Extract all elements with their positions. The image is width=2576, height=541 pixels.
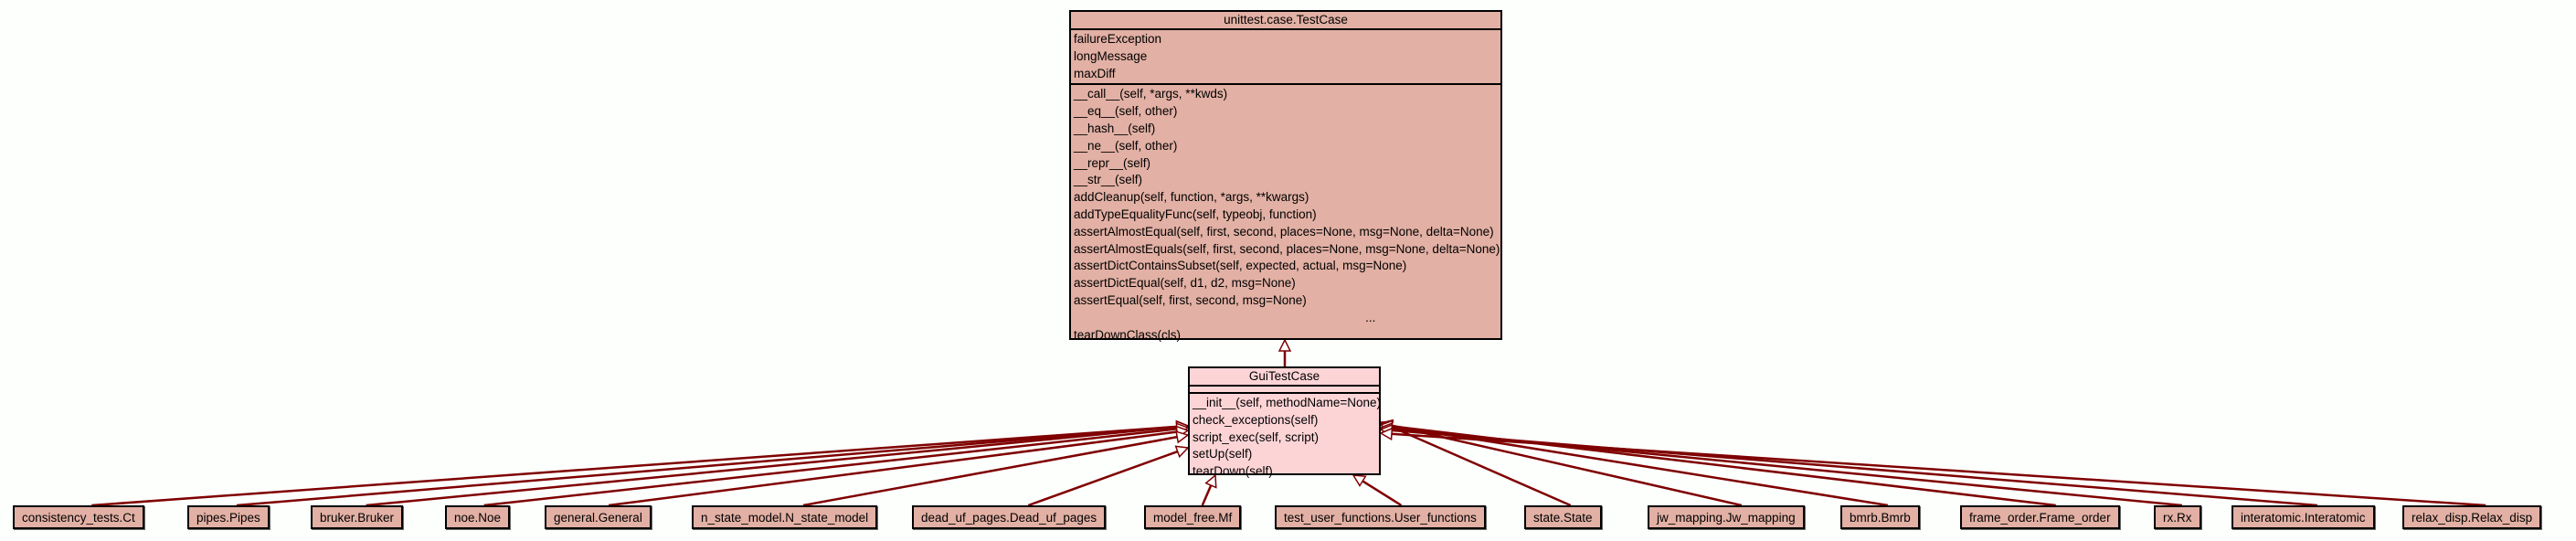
method: script_exec(self, script): [1193, 430, 1320, 444]
subclass-box[interactable]: relax_disp.Relax_disp: [2402, 505, 2542, 529]
subclass-box[interactable]: rx.Rx: [2154, 505, 2201, 529]
method: tearDown(self): [1193, 464, 1273, 479]
edge-subclass-5-line: [802, 435, 1178, 507]
subclass-box[interactable]: dead_uf_pages.Dead_uf_pages: [912, 505, 1107, 529]
method: setUp(self): [1193, 447, 1253, 461]
method: __call__(self, *args, **kwds): [1074, 87, 1228, 101]
subclass-box[interactable]: interatomic.Interatomic: [2231, 505, 2375, 529]
method: addTypeEqualityFunc(self, typeobj, funct…: [1074, 207, 1317, 221]
method-section: __call__(self, *args, **kwds) __eq__(sel…: [1071, 85, 1500, 345]
method: __repr__(self): [1074, 155, 1151, 170]
edge-subclass-9-line: [1390, 425, 1572, 507]
method: __hash__(self): [1074, 121, 1156, 135]
method: assertDictContainsSubset(self, expected,…: [1074, 259, 1407, 273]
attribute-section-empty: [1190, 387, 1379, 394]
subclass-box[interactable]: jw_mapping.Jw_mapping: [1648, 505, 1805, 529]
edge-subclass-8-arrowhead-icon: [1352, 474, 1367, 487]
method: __eq__(self, other): [1074, 104, 1178, 119]
subclass-box[interactable]: test_user_functions.User_functions: [1275, 505, 1486, 529]
method: check_exceptions(self): [1193, 412, 1319, 427]
subclass-box[interactable]: noe.Noe: [445, 505, 511, 529]
subclass-box[interactable]: state.State: [1524, 505, 1602, 529]
edge-subclass-0-line: [91, 425, 1178, 507]
edge-subclass-3-line: [483, 428, 1178, 507]
method: tearDownClass(cls): [1074, 327, 1182, 342]
method: addCleanup(self, function, *args, **kwar…: [1074, 190, 1309, 205]
subclass-box[interactable]: model_free.Mf: [1144, 505, 1242, 529]
class-box-testcase[interactable]: unittest.case.TestCase failureException …: [1069, 10, 1502, 342]
edge-subclass-14-line: [1391, 429, 2318, 507]
attribute: failureException: [1074, 32, 1162, 46]
method: assertAlmostEquals(self, first, second, …: [1074, 241, 1500, 256]
subclass-box[interactable]: consistency_tests.Ct: [13, 505, 144, 529]
attribute: maxDiff: [1074, 66, 1116, 80]
subclass-box[interactable]: frame_order.Frame_order: [1960, 505, 2120, 529]
edge-subclass-1-line: [236, 425, 1178, 507]
subclass-box[interactable]: bmrb.Bmrb: [1840, 505, 1920, 529]
edge-subclass-15-arrowhead-icon: [1379, 427, 1394, 441]
edge-subclass-7-line: [1201, 484, 1213, 506]
class-title: GuiTestCase: [1190, 368, 1379, 387]
method: assertAlmostEqual(self, first, second, p…: [1074, 224, 1494, 239]
ellipsis: ...: [1365, 310, 1376, 324]
subclass-box[interactable]: pipes.Pipes: [187, 505, 270, 529]
attribute: longMessage: [1074, 48, 1148, 63]
class-box-guitestcase[interactable]: GuiTestCase __init__(self, methodName=No…: [1188, 366, 1381, 478]
edge-subclass-6-line: [1027, 450, 1179, 507]
edge-gui-to-testcase-arrowhead-icon: [1277, 338, 1292, 352]
subclass-box[interactable]: n_state_model.N_state_model: [692, 505, 878, 529]
method: __ne__(self, other): [1074, 138, 1178, 153]
method: __init__(self, methodName=None): [1193, 396, 1381, 409]
attribute-section: failureException longMessage maxDiff: [1071, 30, 1500, 86]
subclass-box[interactable]: bruker.Bruker: [311, 505, 404, 529]
edge-subclass-15-line: [1391, 432, 2486, 507]
edge-subclass-4-line: [608, 430, 1178, 507]
edge-subclass-8-line: [1362, 480, 1403, 507]
edge-subclass-2-line: [366, 425, 1178, 507]
edge-subclass-7-arrowhead-icon: [1204, 473, 1217, 489]
method: assertEqual(self, first, second, msg=Non…: [1074, 292, 1307, 307]
method: assertDictEqual(self, d1, d2, msg=None): [1074, 276, 1296, 291]
class-title: unittest.case.TestCase: [1071, 12, 1500, 30]
method-section: __init__(self, methodName=None) check_ex…: [1190, 394, 1381, 482]
subclass-box[interactable]: general.General: [545, 505, 652, 529]
edge-subclass-6-arrowhead-icon: [1174, 445, 1190, 459]
edge-subclass-5-arrowhead-icon: [1175, 430, 1190, 444]
edge-subclass-10-line: [1391, 424, 1743, 507]
method: __str__(self): [1074, 173, 1143, 187]
